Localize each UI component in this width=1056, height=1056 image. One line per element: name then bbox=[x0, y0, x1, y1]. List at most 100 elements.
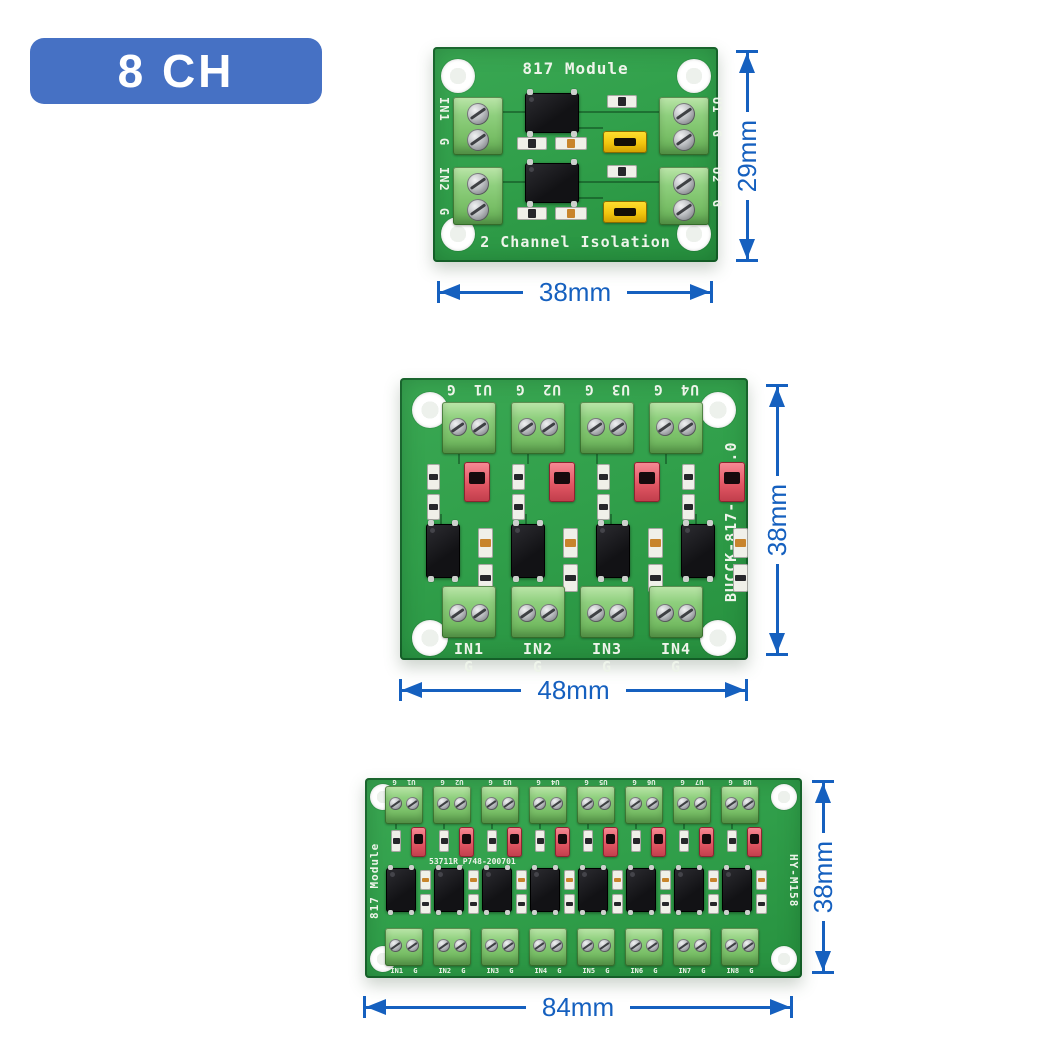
smd-resistor bbox=[517, 137, 547, 150]
ic-pin bbox=[697, 910, 702, 915]
smd-resistor bbox=[427, 494, 440, 520]
terminal-screw bbox=[467, 103, 489, 125]
smd-led bbox=[756, 870, 767, 890]
ic-pin bbox=[724, 865, 729, 870]
terminal-block-input bbox=[580, 586, 634, 638]
ic-pin bbox=[580, 910, 585, 915]
terminal-label-input: IN2 G bbox=[522, 640, 554, 676]
ic-pin bbox=[527, 89, 533, 95]
terminal-screw bbox=[449, 418, 467, 436]
smd-resistor bbox=[597, 464, 610, 490]
terminal-label-output: U6 G bbox=[632, 778, 656, 786]
ic-pin bbox=[513, 520, 519, 526]
terminal-label-output: U1 G bbox=[710, 97, 724, 138]
dimension-board1-width: 38mm bbox=[437, 276, 713, 307]
ic-pin bbox=[409, 865, 414, 870]
dimension-label: 38mm bbox=[538, 276, 612, 307]
pcb-trace bbox=[683, 824, 685, 829]
terminal-screw bbox=[678, 604, 696, 622]
pcb-trace bbox=[610, 514, 612, 526]
terminal-screw bbox=[673, 199, 695, 221]
dimension-arrow-down bbox=[775, 564, 779, 653]
smd-led bbox=[468, 870, 479, 890]
terminal-screw bbox=[673, 103, 695, 125]
ic-pin bbox=[457, 865, 462, 870]
terminal-screw bbox=[678, 418, 696, 436]
terminal-screw bbox=[550, 797, 563, 810]
smd-resistor bbox=[478, 564, 493, 592]
smd-led bbox=[660, 870, 671, 890]
jumper-cap-red bbox=[549, 462, 575, 502]
terminal-block-input bbox=[453, 167, 503, 225]
terminal-screw bbox=[694, 939, 707, 952]
terminal-block-output bbox=[580, 402, 634, 454]
dimension-board3-height: 38mm bbox=[808, 780, 838, 974]
jumper-cap-red bbox=[719, 462, 745, 502]
ic-pin bbox=[649, 910, 654, 915]
terminal-block-input bbox=[577, 928, 615, 966]
smd-resistor bbox=[660, 894, 671, 914]
terminal-block-input bbox=[529, 928, 567, 966]
terminal-screw bbox=[587, 604, 605, 622]
jumper-cap-red bbox=[747, 827, 762, 857]
terminal-block-output bbox=[433, 786, 471, 824]
terminal-block-output bbox=[673, 786, 711, 824]
terminal-screw bbox=[742, 939, 755, 952]
terminal-screw bbox=[646, 939, 659, 952]
terminal-label-input: IN7 G bbox=[678, 967, 706, 975]
terminal-label-output: U3 G bbox=[584, 381, 630, 397]
terminal-screw bbox=[677, 939, 690, 952]
smd-resistor bbox=[512, 494, 525, 520]
terminal-screw bbox=[540, 604, 558, 622]
ic-pin bbox=[452, 520, 458, 526]
terminal-label-input: IN1 G bbox=[390, 967, 418, 975]
dimension-label: 38mm bbox=[761, 483, 792, 557]
ic-pin bbox=[428, 520, 434, 526]
pcb-trace bbox=[587, 824, 589, 829]
ic-pin bbox=[571, 201, 577, 207]
ic-pin bbox=[484, 865, 489, 870]
ic-pin bbox=[571, 89, 577, 95]
terminal-label-output: U2 G bbox=[710, 167, 724, 208]
jumper-cap-red bbox=[459, 827, 474, 857]
smd-resistor bbox=[708, 894, 719, 914]
terminal-block-input bbox=[481, 928, 519, 966]
terminal-label-input: IN8 G bbox=[726, 967, 754, 975]
optocoupler-ic bbox=[722, 865, 752, 915]
ic-pin bbox=[697, 865, 702, 870]
dimension-cap bbox=[812, 971, 834, 974]
ic-pin bbox=[505, 865, 510, 870]
board-8-channel: 817 Module HY-M158 53711R_P748-200701 U1… bbox=[365, 778, 802, 978]
pcb-trace bbox=[731, 824, 733, 829]
ic-pin bbox=[724, 910, 729, 915]
ic-pin bbox=[537, 520, 543, 526]
ic-pin bbox=[580, 865, 585, 870]
terminal-screw bbox=[656, 418, 674, 436]
terminal-block-input bbox=[453, 97, 503, 155]
board3-right-text: HY-M158 bbox=[787, 854, 800, 908]
pcb-trace bbox=[440, 514, 442, 526]
terminal-screw bbox=[598, 939, 611, 952]
dimension-cap bbox=[736, 50, 758, 53]
optocoupler-ic bbox=[426, 520, 460, 582]
ic-pin bbox=[537, 576, 543, 582]
terminal-screw bbox=[673, 129, 695, 151]
terminal-block-output bbox=[481, 786, 519, 824]
smd-led bbox=[733, 528, 748, 558]
dimension-arrow-left bbox=[440, 290, 523, 294]
terminal-block-output bbox=[577, 786, 615, 824]
terminal-screw bbox=[454, 797, 467, 810]
ic-pin bbox=[601, 910, 606, 915]
ic-pin bbox=[601, 865, 606, 870]
channel-count-badge: 8 CH bbox=[30, 38, 322, 104]
smd-resistor bbox=[427, 464, 440, 490]
dimension-label: 38mm bbox=[807, 840, 838, 914]
dimension-cap bbox=[437, 281, 440, 303]
terminal-label-input: IN1 G bbox=[453, 640, 485, 676]
terminal-label-output: U2 G bbox=[515, 381, 561, 397]
optocoupler-ic bbox=[674, 865, 704, 915]
terminal-screw bbox=[533, 797, 546, 810]
dimension-arrow-up bbox=[775, 387, 779, 476]
ic-pin bbox=[649, 865, 654, 870]
terminal-screw bbox=[550, 939, 563, 952]
